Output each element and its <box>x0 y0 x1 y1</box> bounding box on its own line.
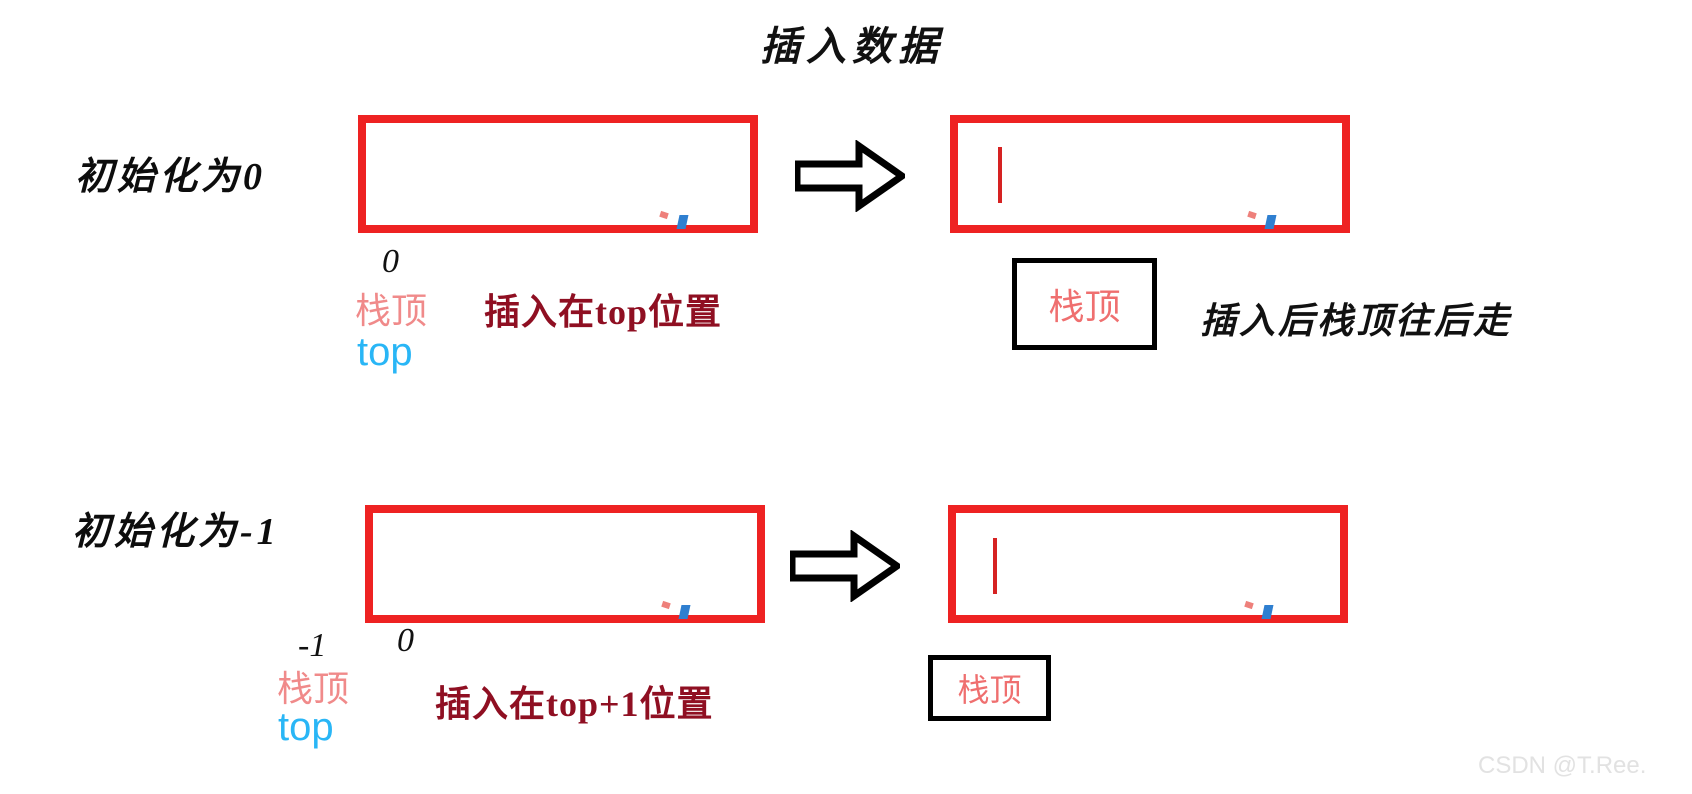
page-title: 插入数据 <box>760 24 944 69</box>
top-pointer-label-row1: top <box>357 330 413 374</box>
stack-top-label-row1: 栈顶 <box>355 290 428 331</box>
watermark: CSDN @T.Ree. <box>1478 752 1647 779</box>
stack-box-after-init-minus-one <box>948 505 1348 623</box>
top-pointer-label-row2: top <box>278 705 334 749</box>
inserted-element-tick-row2 <box>993 538 997 594</box>
inserted-element-tick-row1 <box>998 147 1002 203</box>
row-label-init-minus-one: 初始化为-1 <box>72 511 280 553</box>
insert-note-row1: 插入在top位置 <box>484 292 723 332</box>
index-label-a-row2: -1 <box>298 627 327 664</box>
index-label-row1: 0 <box>382 243 399 280</box>
index-label-b-row2: 0 <box>397 622 414 659</box>
thick-right-arrow-icon-row1 <box>795 140 905 212</box>
stack-top-label-row2: 栈顶 <box>277 668 350 709</box>
stack-box-after-init-zero <box>950 115 1350 233</box>
after-insert-note-row1: 插入后栈顶往后走 <box>1200 301 1513 341</box>
stack-top-boxed-label-row2: 栈顶 <box>928 655 1051 721</box>
insert-note-row2: 插入在top+1位置 <box>435 684 714 724</box>
stack-top-boxed-label-row1: 栈顶 <box>1012 258 1157 350</box>
row-label-init-zero: 初始化为0 <box>75 156 267 198</box>
stack-box-before-init-zero <box>358 115 758 233</box>
thick-right-arrow-icon-row2 <box>790 530 900 602</box>
stack-box-before-init-minus-one <box>365 505 765 623</box>
